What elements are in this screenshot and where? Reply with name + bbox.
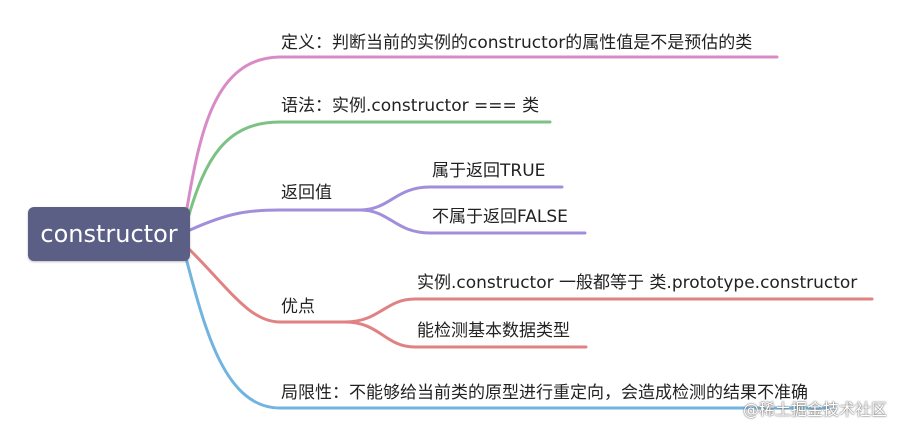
connector-advantage-primitive (343, 320, 588, 349)
connector-advantages (188, 248, 347, 324)
branch-syntax[interactable]: 语法：实例.constructor === 类 (281, 96, 540, 116)
connector-return-true (358, 185, 564, 212)
branch-return-value[interactable]: 返回值 (281, 183, 332, 203)
leaf-advantage-primitive[interactable]: 能检测基本数据类型 (417, 321, 570, 341)
leaf-return-true[interactable]: 属于返回TRUE (432, 161, 546, 181)
connector-limitation (184, 256, 837, 410)
root-label: constructor (40, 220, 178, 248)
connector-return-false (358, 208, 587, 235)
connector-syntax (186, 120, 552, 220)
leaf-advantage-prototype[interactable]: 实例.constructor 一般都等于 类.prototype.constru… (417, 273, 858, 293)
connector-definition (184, 55, 779, 216)
watermark: @稀土掘金技术社区 (742, 400, 887, 419)
branch-advantages[interactable]: 优点 (281, 297, 315, 317)
leaf-return-false[interactable]: 不属于返回FALSE (432, 207, 568, 227)
connector-advantage-prototype (343, 297, 874, 324)
connector-return-value (188, 208, 362, 232)
branch-limitation[interactable]: 局限性：不能够给当前类的原型进行重定向，会造成检测的结果不准确 (281, 383, 808, 403)
root-node[interactable]: constructor (28, 207, 190, 261)
branch-definition[interactable]: 定义：判断当前的实例的constructor的属性值是不是预估的类 (281, 33, 753, 53)
